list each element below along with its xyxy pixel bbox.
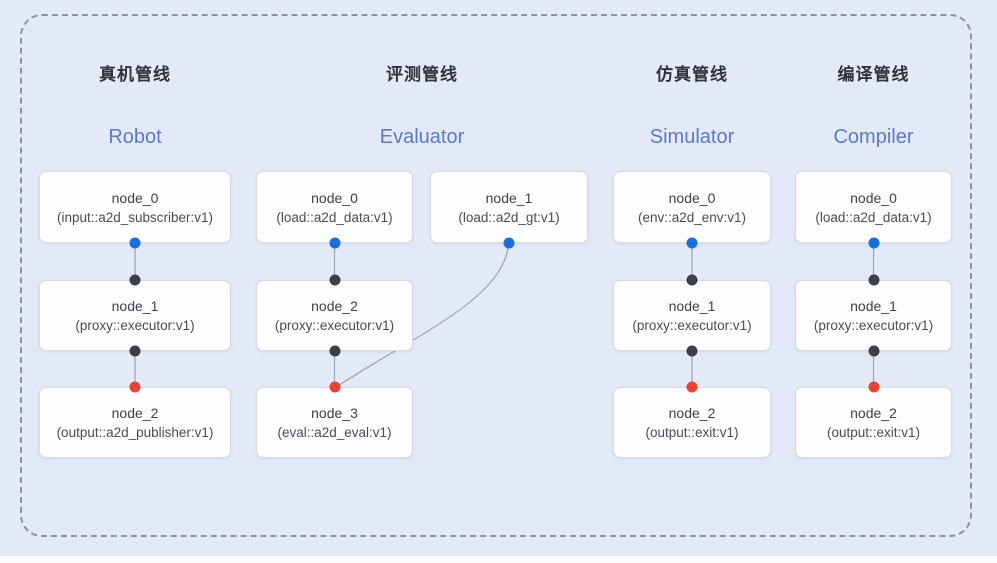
port-dot-dark-icon <box>868 345 879 357</box>
node-type: (output::a2d_publisher:v1) <box>56 425 214 440</box>
compiler-node-0: node_0 (load::a2d_data:v1) <box>795 171 952 243</box>
port-dot-dark-icon <box>129 274 141 286</box>
pipeline-title-compiler: 编译管线 <box>837 65 910 84</box>
port-dot-blue-icon <box>503 237 515 249</box>
evaluator-node-2: node_2 (proxy::executor:v1) <box>256 280 413 351</box>
node-label: node_0 <box>311 189 358 206</box>
node-type: (load::a2d_data:v1) <box>276 209 393 225</box>
node-type: (input::a2d_subscriber:v1) <box>56 209 214 225</box>
simulator-node-2: node_2 (output::exit:v1) <box>613 387 771 458</box>
port-dot-red-icon <box>868 381 879 393</box>
node-label: node_1 <box>668 298 716 314</box>
compiler-node-1: node_1 (proxy::executor:v1) <box>795 280 952 351</box>
node-type: (proxy::executor:v1) <box>813 318 934 333</box>
node-type: (load::a2d_data:v1) <box>815 209 932 225</box>
simulator-node-1: node_1 (proxy::executor:v1) <box>613 280 771 351</box>
evaluator-node-0: node_0 (load::a2d_data:v1) <box>256 171 413 243</box>
node-type: (output::exit:v1) <box>645 425 739 440</box>
node-label: node_0 <box>668 189 716 206</box>
pipeline-title-evaluator: 评测管线 <box>386 65 458 84</box>
pipeline-name-robot: Robot <box>108 126 162 148</box>
node-label: node_1 <box>485 189 533 206</box>
port-dot-dark-icon <box>686 274 698 286</box>
node-label: node_2 <box>311 298 358 314</box>
node-type: (load::a2d_gt:v1) <box>458 209 560 225</box>
port-dot-dark-icon <box>329 274 340 286</box>
pipeline-title-simulator: 仿真管线 <box>656 65 728 84</box>
node-type: (proxy::executor:v1) <box>632 318 752 333</box>
node-type: (output::exit:v1) <box>826 425 921 440</box>
node-label: node_0 <box>850 189 897 206</box>
pipeline-name-simulator: Simulator <box>649 126 735 148</box>
node-label: node_2 <box>850 405 897 421</box>
port-dot-dark-icon <box>329 345 340 357</box>
node-label: node_2 <box>668 405 716 421</box>
port-dot-red-icon <box>329 381 340 393</box>
node-label: node_2 <box>111 405 159 421</box>
port-dot-dark-icon <box>686 345 698 357</box>
port-dot-red-icon <box>129 381 141 393</box>
port-dot-blue-icon <box>129 237 141 249</box>
robot-node-1: node_1 (proxy::executor:v1) <box>39 280 231 351</box>
dashed-frame <box>20 14 972 537</box>
node-label: node_1 <box>111 298 159 314</box>
pipeline-title-robot: 真机管线 <box>99 65 171 84</box>
simulator-node-0: node_0 (env::a2d_env:v1) <box>613 171 771 243</box>
pipeline-name-compiler: Compiler <box>833 126 914 148</box>
robot-node-0: node_0 (input::a2d_subscriber:v1) <box>39 171 231 243</box>
port-dot-blue-icon <box>868 237 879 249</box>
node-label: node_0 <box>111 189 159 206</box>
port-dot-dark-icon <box>129 345 141 357</box>
port-dot-dark-icon <box>868 274 879 286</box>
node-type: (proxy::executor:v1) <box>75 318 195 333</box>
gt-to-eval-curve-edge <box>335 242 510 388</box>
port-dot-blue-icon <box>686 237 698 249</box>
node-label: node_1 <box>850 298 897 314</box>
port-dot-red-icon <box>686 381 698 393</box>
compiler-node-2: node_2 (output::exit:v1) <box>795 387 952 458</box>
node-type: (eval::a2d_eval:v1) <box>277 425 392 440</box>
robot-node-2: node_2 (output::a2d_publisher:v1) <box>39 387 231 458</box>
port-dot-blue-icon <box>329 237 340 249</box>
node-label: node_3 <box>311 405 358 421</box>
node-type: (proxy::executor:v1) <box>274 318 395 333</box>
evaluator-node-1: node_1 (load::a2d_gt:v1) <box>430 171 588 243</box>
evaluator-node-3: node_3 (eval::a2d_eval:v1) <box>256 387 413 458</box>
node-type: (env::a2d_env:v1) <box>637 209 747 225</box>
pipeline-name-evaluator: Evaluator <box>379 126 465 148</box>
